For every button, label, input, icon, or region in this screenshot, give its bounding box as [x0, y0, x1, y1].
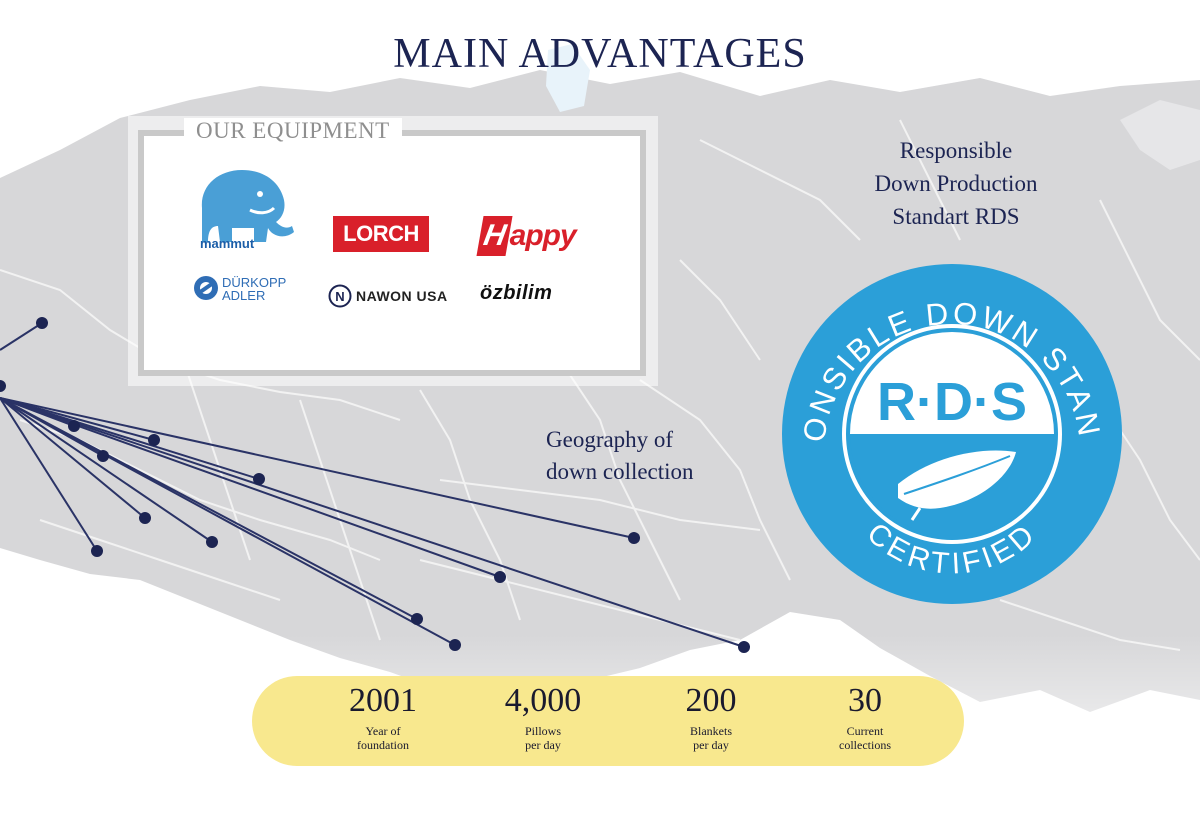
- rds-title-line: Responsible: [899, 138, 1013, 163]
- collection-point-dot: [206, 536, 218, 548]
- route-line: [0, 397, 745, 648]
- durkopp-line2: ADLER: [222, 288, 266, 303]
- equipment-panel: OUR EQUIPMENT mammut LORCH Happy DÜRKOPP…: [128, 116, 658, 386]
- collection-point-dot: [738, 641, 750, 653]
- nawon-icon: N: [328, 284, 352, 308]
- stat-label: per day: [693, 738, 729, 752]
- rds-title: Responsible Down Production Standart RDS: [836, 134, 1076, 233]
- rds-title-line: Standart RDS: [892, 204, 1020, 229]
- origin-dot: [0, 380, 6, 392]
- stat-value: 2001: [349, 682, 417, 719]
- stat-label: Year of: [365, 724, 401, 738]
- happy-wordmark: appy: [509, 219, 577, 252]
- collection-point-dot: [97, 450, 109, 462]
- collection-point-dot: [68, 420, 80, 432]
- stat-foundation: 2001 Year of foundation: [308, 680, 458, 752]
- nawon-usa-logo: N NAWON USA: [328, 282, 458, 310]
- collection-point-dot: [91, 545, 103, 557]
- stat-label: Current: [846, 724, 884, 738]
- happy-h: H: [476, 216, 513, 256]
- route-line: [0, 322, 43, 351]
- stat-blankets: 200 Blankets per day: [636, 680, 786, 752]
- durkopp-adler-logo: DÜRKOPP ADLER: [192, 274, 312, 314]
- collection-point-dot: [139, 512, 151, 524]
- lorch-logo: LORCH: [333, 216, 429, 252]
- collection-point-dot: [411, 613, 423, 625]
- stat-value: 30: [848, 682, 882, 719]
- nawon-mark: N: [335, 289, 344, 304]
- collection-point-dot: [494, 571, 506, 583]
- nawon-wordmark: NAWON USA: [356, 288, 448, 304]
- route-line: [0, 397, 635, 539]
- rds-title-line: Down Production: [874, 171, 1038, 196]
- stat-label: Blankets: [690, 724, 732, 738]
- route-line: [0, 397, 98, 552]
- stat-label: foundation: [357, 738, 409, 752]
- route-line: [0, 397, 456, 646]
- feather-icon: [898, 450, 1016, 521]
- route-line: [0, 397, 146, 519]
- collection-point-dot: [628, 532, 640, 544]
- mammoth-icon: [201, 170, 294, 242]
- route-line: [0, 397, 501, 578]
- page-title: MAIN ADVANTAGES: [393, 31, 807, 77]
- stat-collections: 30 Current collections: [790, 680, 940, 752]
- stat-pillows: 4,000 Pillows per day: [468, 680, 618, 752]
- collection-point-dot: [148, 434, 160, 446]
- collection-point-dot: [253, 473, 265, 485]
- route-line: [0, 397, 213, 543]
- mammut-wordmark: mammut: [200, 236, 255, 251]
- collection-point-dot: [449, 639, 461, 651]
- collection-point-dot: [36, 317, 48, 329]
- stat-label: per day: [525, 738, 561, 752]
- stat-value: 4,000: [504, 682, 582, 719]
- stat-label: Pillows: [524, 724, 561, 738]
- durkopp-icon: [194, 276, 218, 300]
- collection-routes: [0, 317, 750, 653]
- stat-value: 200: [685, 682, 737, 719]
- geography-label-line: Geography of: [546, 427, 674, 452]
- geography-label-line: down collection: [546, 459, 694, 484]
- geography-label: Geography of down collection: [546, 424, 694, 488]
- badge-rds-text: R·D·S: [877, 372, 1027, 432]
- happy-logo: Happy: [476, 216, 590, 258]
- mammut-logo: mammut: [188, 164, 298, 256]
- ozbilim-logo: özbilim: [480, 282, 553, 304]
- stats-bar: 2001 Year of foundation 4,000 Pillows pe…: [252, 676, 964, 766]
- stat-label: collections: [839, 738, 891, 752]
- durkopp-line1: DÜRKOPP: [222, 275, 287, 290]
- rds-certified-badge: RESPONSIBLE DOWN STANDARD CERTIFIED R·D·…: [780, 262, 1122, 604]
- equipment-label: OUR EQUIPMENT: [184, 118, 402, 144]
